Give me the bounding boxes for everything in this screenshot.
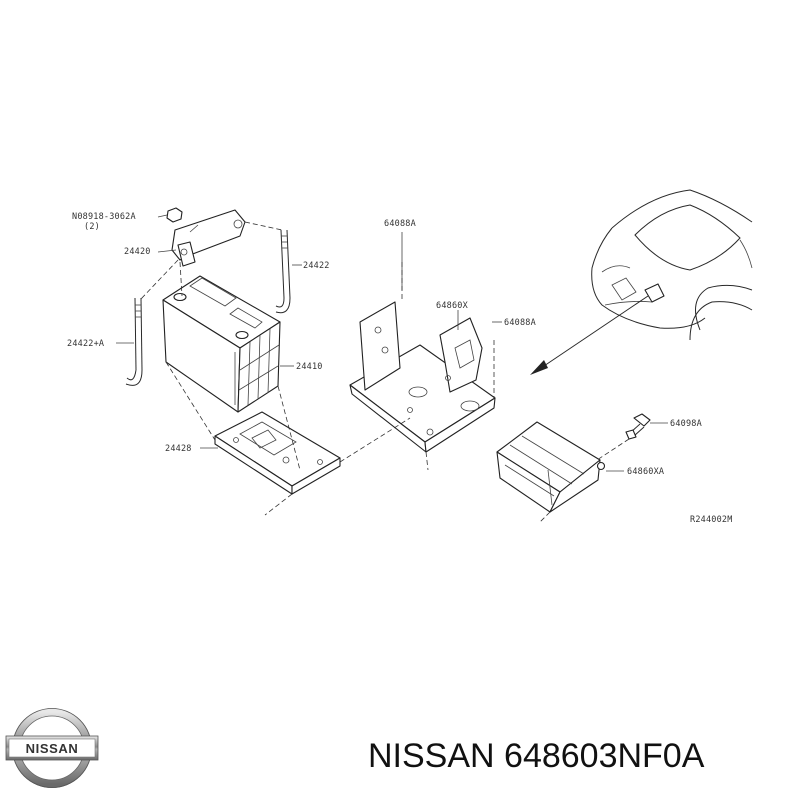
battery-mounting-bracket <box>349 301 496 453</box>
logo-wordmark: NISSAN <box>26 741 79 756</box>
location-arrow <box>530 295 649 375</box>
clip <box>625 413 651 440</box>
battery <box>162 275 281 413</box>
label-24422a: 24422+A <box>67 339 104 349</box>
battery-hold-down-bracket <box>171 209 246 267</box>
label-64088a-mid: 64088A <box>504 318 536 328</box>
j-bolt-right <box>275 229 291 314</box>
nut <box>166 207 183 223</box>
label-nut-qty: (2) <box>84 222 100 232</box>
vehicle-outline <box>591 189 753 341</box>
label-reference-code: R244002M <box>690 515 733 525</box>
part-labels: N08918-3062A (2) 24420 24422 24422+A 244… <box>67 212 733 525</box>
label-24428: 24428 <box>165 444 192 454</box>
battery-cover <box>496 421 606 513</box>
label-24410: 24410 <box>296 362 323 372</box>
label-24420: 24420 <box>124 247 151 257</box>
product-title: NISSAN 648603NF0A <box>368 737 705 775</box>
label-64098a: 64098A <box>670 419 702 429</box>
assembly-lines <box>139 221 630 523</box>
label-64860x: 64860X <box>436 301 469 311</box>
label-64860xa: 64860XA <box>627 467 664 477</box>
nissan-logo: NISSAN <box>5 708 99 788</box>
label-64088a-top: 64088A <box>384 219 416 229</box>
battery-tray <box>214 411 341 495</box>
label-24422: 24422 <box>303 261 330 271</box>
j-bolt-left <box>125 297 143 386</box>
label-nut: N08918-3062A <box>72 212 136 222</box>
